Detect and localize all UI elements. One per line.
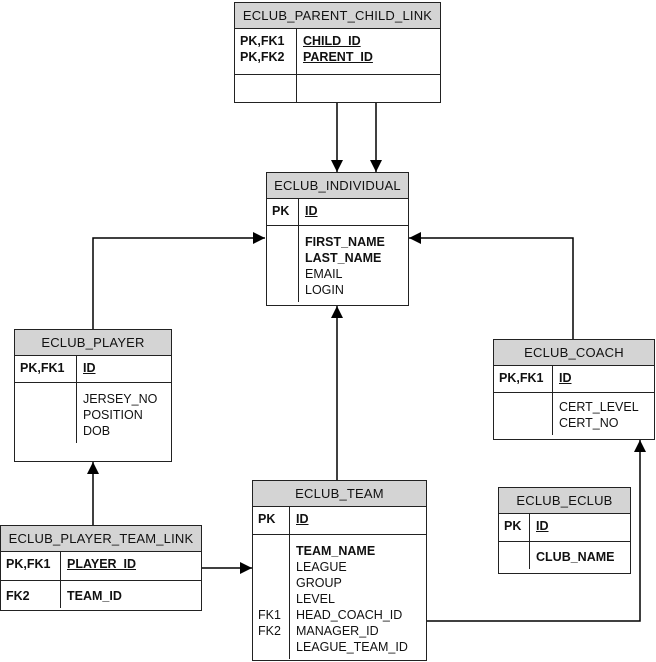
pk-section: PK,FK1 ID [494, 366, 654, 393]
column-name: CLUB_NAME [536, 550, 615, 564]
fk-section: FK2 TEAM_ID [1, 581, 201, 608]
pk-section: PK,FK1 PLAYER_ID [1, 552, 201, 581]
attribute-section: FK1 FK2 TEAM_NAME LEAGUE GROUP LEVEL HEA… [253, 535, 426, 659]
column-name: DOB [83, 424, 111, 438]
attribute-section [235, 75, 440, 102]
column-name: LOGIN [305, 283, 344, 297]
entity-title: ECLUB_COACH [494, 340, 654, 366]
entity-player-team-link[interactable]: ECLUB_PLAYER_TEAM_LINK PK,FK1 PLAYER_ID … [0, 525, 202, 611]
column-name: LAST_NAME [305, 251, 382, 265]
key-label: PK,FK1 [6, 557, 51, 571]
pk-section: PK,FK1 ID [15, 356, 171, 383]
key-label: PK [258, 512, 276, 526]
key-label [258, 591, 284, 607]
entity-team[interactable]: ECLUB_TEAM PK ID FK1 FK2 TEAM_NAME LEAGU… [252, 480, 427, 661]
attribute-section: FIRST_NAME LAST_NAME EMAIL LOGIN [267, 226, 408, 302]
column-name: GROUP [296, 576, 342, 590]
key-label: FK2 [6, 589, 30, 603]
column-name: ID [296, 512, 309, 526]
key-label: PK,FK1 [240, 34, 285, 48]
column-name: PLAYER_ID [67, 557, 137, 571]
entity-individual[interactable]: ECLUB_INDIVIDUAL PK ID FIRST_NAME LAST_N… [266, 172, 409, 306]
entity-parent-child-link[interactable]: ECLUB_PARENT_CHILD_LINK PK,FK1 PK,FK2 CH… [234, 2, 441, 103]
edge-team-to-coach [427, 440, 646, 622]
entity-title: ECLUB_PARENT_CHILD_LINK [235, 3, 440, 29]
entity-eclub[interactable]: ECLUB_ECLUB PK ID CLUB_NAME [498, 487, 631, 574]
entity-title: ECLUB_PLAYER [15, 330, 171, 356]
attribute-section: CLUB_NAME [499, 542, 630, 569]
attribute-section: CERT_LEVEL CERT_NO [494, 393, 654, 435]
column-name: MANAGER_ID [296, 624, 379, 638]
column-name: CERT_LEVEL [559, 400, 639, 414]
column-name: LEVEL [296, 592, 335, 606]
column-name: EMAIL [305, 267, 343, 281]
entity-title: ECLUB_TEAM [253, 481, 426, 507]
edge-player-to-individual [92, 232, 265, 329]
column-name: ID [83, 361, 96, 375]
entity-coach[interactable]: ECLUB_COACH PK,FK1 ID CERT_LEVEL CERT_NO [493, 339, 655, 440]
entity-title: ECLUB_ECLUB [499, 488, 630, 514]
pk-section: PK ID [267, 199, 408, 226]
column-name: ID [536, 519, 549, 533]
key-label: PK,FK1 [20, 361, 65, 375]
entity-title: ECLUB_INDIVIDUAL [267, 173, 408, 199]
column-name: ID [305, 204, 318, 218]
pk-section: PK ID [499, 514, 630, 542]
column-name: ID [559, 371, 572, 385]
attribute-section: JERSEY_NO POSITION DOB [15, 383, 171, 443]
key-label [258, 575, 284, 591]
key-label [258, 543, 284, 559]
key-label: PK,FK2 [240, 50, 285, 64]
column-name: HEAD_COACH_ID [296, 608, 403, 622]
column-name: LEAGUE [296, 560, 347, 574]
column-name: PARENT_ID [303, 50, 373, 64]
column-name: CHILD_ID [303, 34, 361, 48]
key-label: FK2 [258, 624, 281, 638]
key-label [258, 559, 284, 575]
pk-section: PK,FK1 PK,FK2 CHILD_ID PARENT_ID [235, 29, 440, 75]
column-name: TEAM_ID [67, 589, 122, 603]
edge-coach-to-individual [409, 232, 574, 339]
column-name: TEAM_NAME [296, 544, 376, 558]
column-name: POSITION [83, 408, 143, 422]
column-name: FIRST_NAME [305, 235, 385, 249]
column-name: LEAGUE_TEAM_ID [296, 640, 408, 654]
key-label: PK [504, 519, 522, 533]
column-name: JERSEY_NO [83, 392, 158, 406]
key-label: FK1 [258, 608, 281, 622]
key-label [258, 639, 284, 655]
pk-section: PK ID [253, 507, 426, 535]
key-label: PK,FK1 [499, 371, 544, 385]
entity-title: ECLUB_PLAYER_TEAM_LINK [1, 526, 201, 552]
key-label: PK [272, 204, 290, 218]
entity-player[interactable]: ECLUB_PLAYER PK,FK1 ID JERSEY_NO POSITIO… [14, 329, 172, 462]
column-name: CERT_NO [559, 416, 619, 430]
